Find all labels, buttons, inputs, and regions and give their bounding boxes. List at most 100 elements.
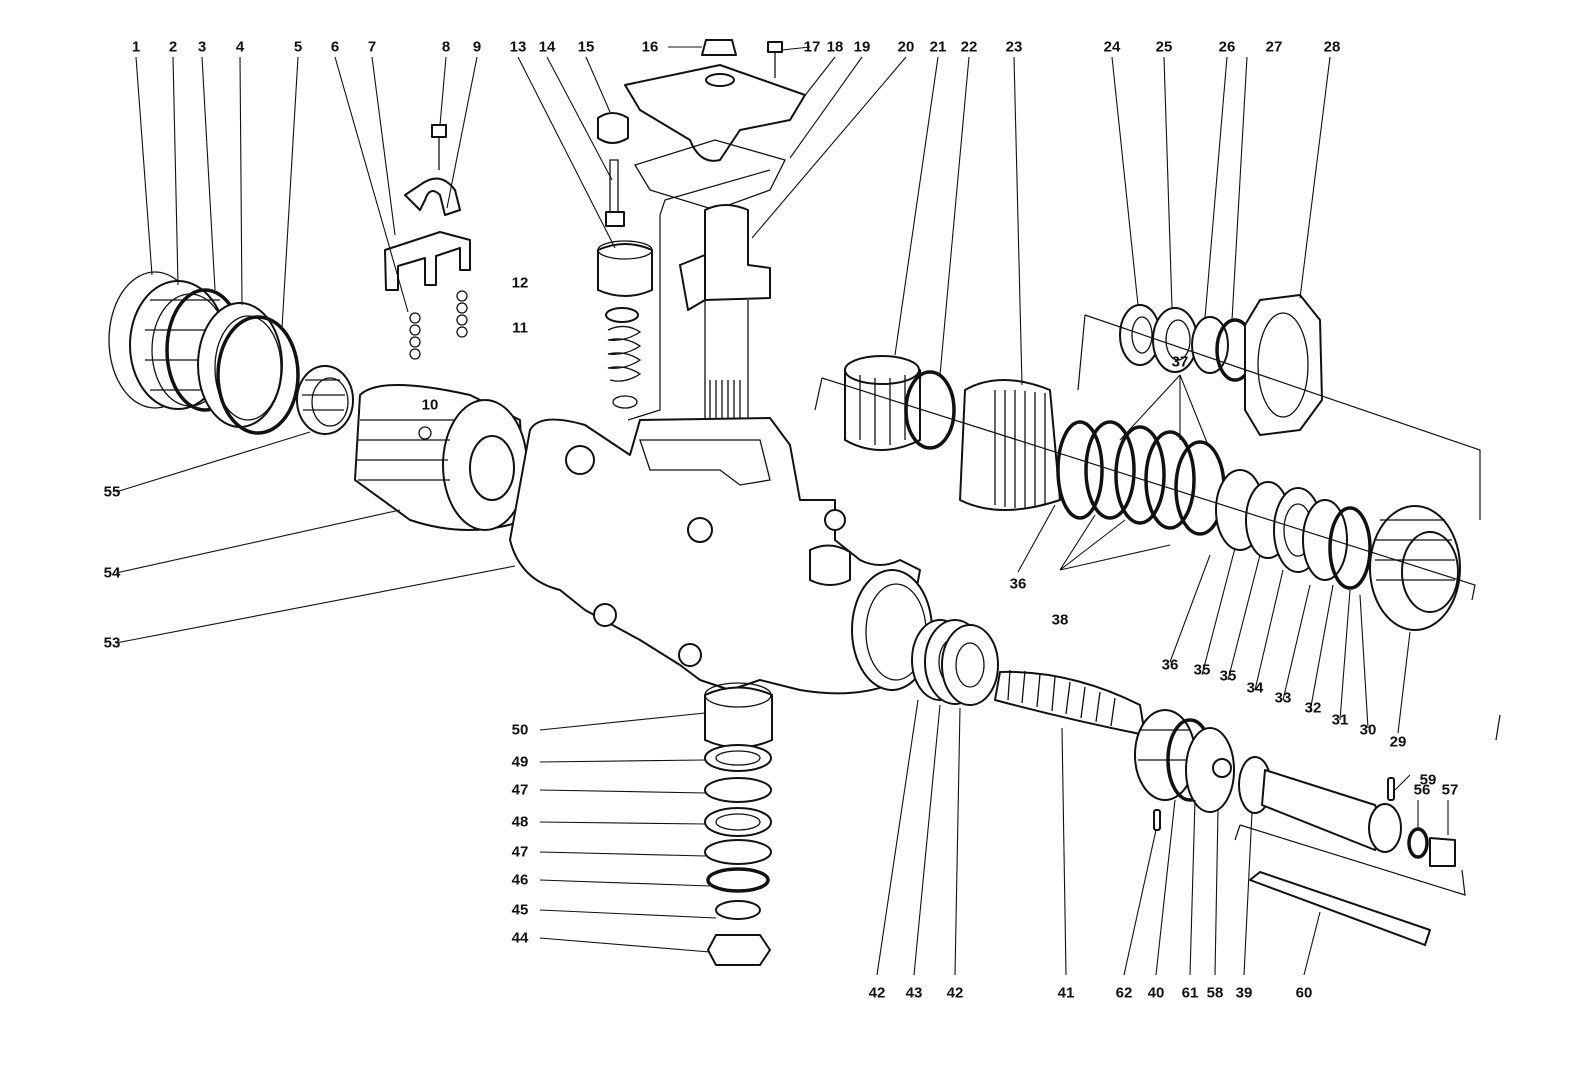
callout-55: 55 — [104, 484, 121, 501]
callout-36b: 36 — [1162, 657, 1179, 674]
callout-26: 26 — [1219, 39, 1236, 56]
snap-ring-46 — [706, 867, 770, 893]
bearing-50 — [704, 682, 773, 749]
callout-38: 38 — [1052, 612, 1069, 629]
callout-10: 10 — [422, 397, 439, 414]
callout-48: 48 — [512, 814, 529, 831]
input-shaft-39 — [1238, 756, 1402, 853]
clamp-9 — [404, 177, 461, 216]
callout-47a: 47 — [512, 782, 529, 799]
callout-39: 39 — [1236, 985, 1253, 1002]
callout-30: 30 — [1360, 722, 1377, 739]
callout-13: 13 — [510, 39, 527, 56]
callout-35b: 35 — [1194, 662, 1211, 679]
callout-15: 15 — [578, 39, 595, 56]
callout-58: 58 — [1207, 985, 1224, 1002]
piston-54 — [354, 384, 528, 531]
callout-31: 31 — [1332, 712, 1349, 729]
callout-36a: 36 — [1010, 576, 1027, 593]
callout-25: 25 — [1156, 39, 1173, 56]
callout-5: 5 — [294, 39, 302, 56]
leader-lines — [115, 46, 1449, 976]
callout-37: 37 — [1172, 354, 1189, 371]
valve-housing-23 — [959, 379, 1061, 511]
washer-10 — [612, 395, 638, 409]
valve-58 — [1185, 727, 1235, 813]
callout-12: 12 — [512, 275, 529, 292]
bearing-parts-30-36 — [1215, 469, 1372, 590]
callout-3: 3 — [198, 39, 206, 56]
callout-labels: 1 2 3 4 5 6 7 8 9 10 11 12 13 14 15 16 1… — [104, 39, 1459, 1002]
callout-14: 14 — [539, 39, 556, 56]
callout-34: 34 — [1247, 680, 1264, 697]
callout-50: 50 — [512, 722, 529, 739]
worm-shaft-41 — [994, 669, 1146, 736]
callout-47b: 47 — [512, 844, 529, 861]
callout-61: 61 — [1182, 985, 1199, 1002]
callout-1: 1 — [132, 39, 140, 56]
housing-53 — [509, 417, 933, 695]
callout-42a: 42 — [869, 985, 886, 1002]
callout-18: 18 — [827, 39, 844, 56]
sector-shaft-20 — [679, 204, 771, 430]
locknut-28 — [1244, 294, 1323, 436]
callout-8: 8 — [442, 39, 450, 56]
callout-20: 20 — [898, 39, 915, 56]
spring-11 — [607, 325, 642, 382]
washer-12 — [605, 307, 639, 323]
cover-18 — [624, 64, 806, 162]
callout-43: 43 — [906, 985, 923, 1002]
callout-29: 29 — [1390, 734, 1407, 751]
callout-35a: 35 — [1220, 668, 1237, 685]
callout-24: 24 — [1104, 39, 1121, 56]
callout-2: 2 — [169, 39, 177, 56]
ball-guide-7 — [384, 231, 471, 291]
adjuster-screw-14 — [605, 159, 625, 227]
cage-21 — [844, 355, 921, 451]
callout-19: 19 — [854, 39, 871, 56]
callout-4: 4 — [236, 39, 245, 56]
torsion-bar-60 — [1249, 871, 1431, 946]
valve-body-40 — [1134, 709, 1196, 801]
screw-8 — [431, 124, 447, 170]
seal-rings-37-38 — [1056, 420, 1226, 536]
o-ring-56 — [1407, 827, 1429, 859]
callout-45: 45 — [512, 902, 529, 919]
race-42b — [941, 624, 999, 706]
gasket-19 — [634, 139, 786, 211]
callout-9: 9 — [473, 39, 481, 56]
callout-44: 44 — [512, 930, 529, 947]
lock-washer-45 — [715, 900, 761, 920]
o-ring-5 — [216, 315, 300, 435]
callout-46: 46 — [512, 872, 529, 889]
callout-56: 56 — [1414, 782, 1431, 799]
pin-62 — [1153, 809, 1161, 831]
callout-53: 53 — [104, 635, 121, 652]
callout-6: 6 — [331, 39, 339, 56]
callout-28: 28 — [1324, 39, 1341, 56]
piston-seal-55 — [296, 365, 354, 435]
callout-62: 62 — [1116, 985, 1133, 1002]
parts-artwork — [108, 39, 1501, 966]
seal-48 — [704, 807, 772, 837]
ring-22 — [904, 370, 956, 450]
bearing-24 — [1119, 304, 1161, 366]
washer-47b — [704, 839, 772, 865]
bolt-17 — [767, 41, 783, 78]
nut-44 — [707, 934, 771, 966]
callout-57: 57 — [1442, 782, 1459, 799]
callout-42b: 42 — [947, 985, 964, 1002]
adjuster-plug-29 — [1369, 505, 1461, 631]
washer-47a — [704, 777, 772, 803]
callout-54: 54 — [104, 565, 121, 582]
callout-17: 17 — [804, 39, 821, 56]
callout-41: 41 — [1058, 985, 1075, 1002]
callout-27: 27 — [1266, 39, 1283, 56]
callout-16: 16 — [642, 39, 659, 56]
callout-7: 7 — [368, 39, 376, 56]
callout-59: 59 — [1420, 772, 1437, 789]
callout-21: 21 — [930, 39, 947, 56]
plunger-13 — [597, 240, 653, 297]
balls-6 — [409, 290, 468, 360]
